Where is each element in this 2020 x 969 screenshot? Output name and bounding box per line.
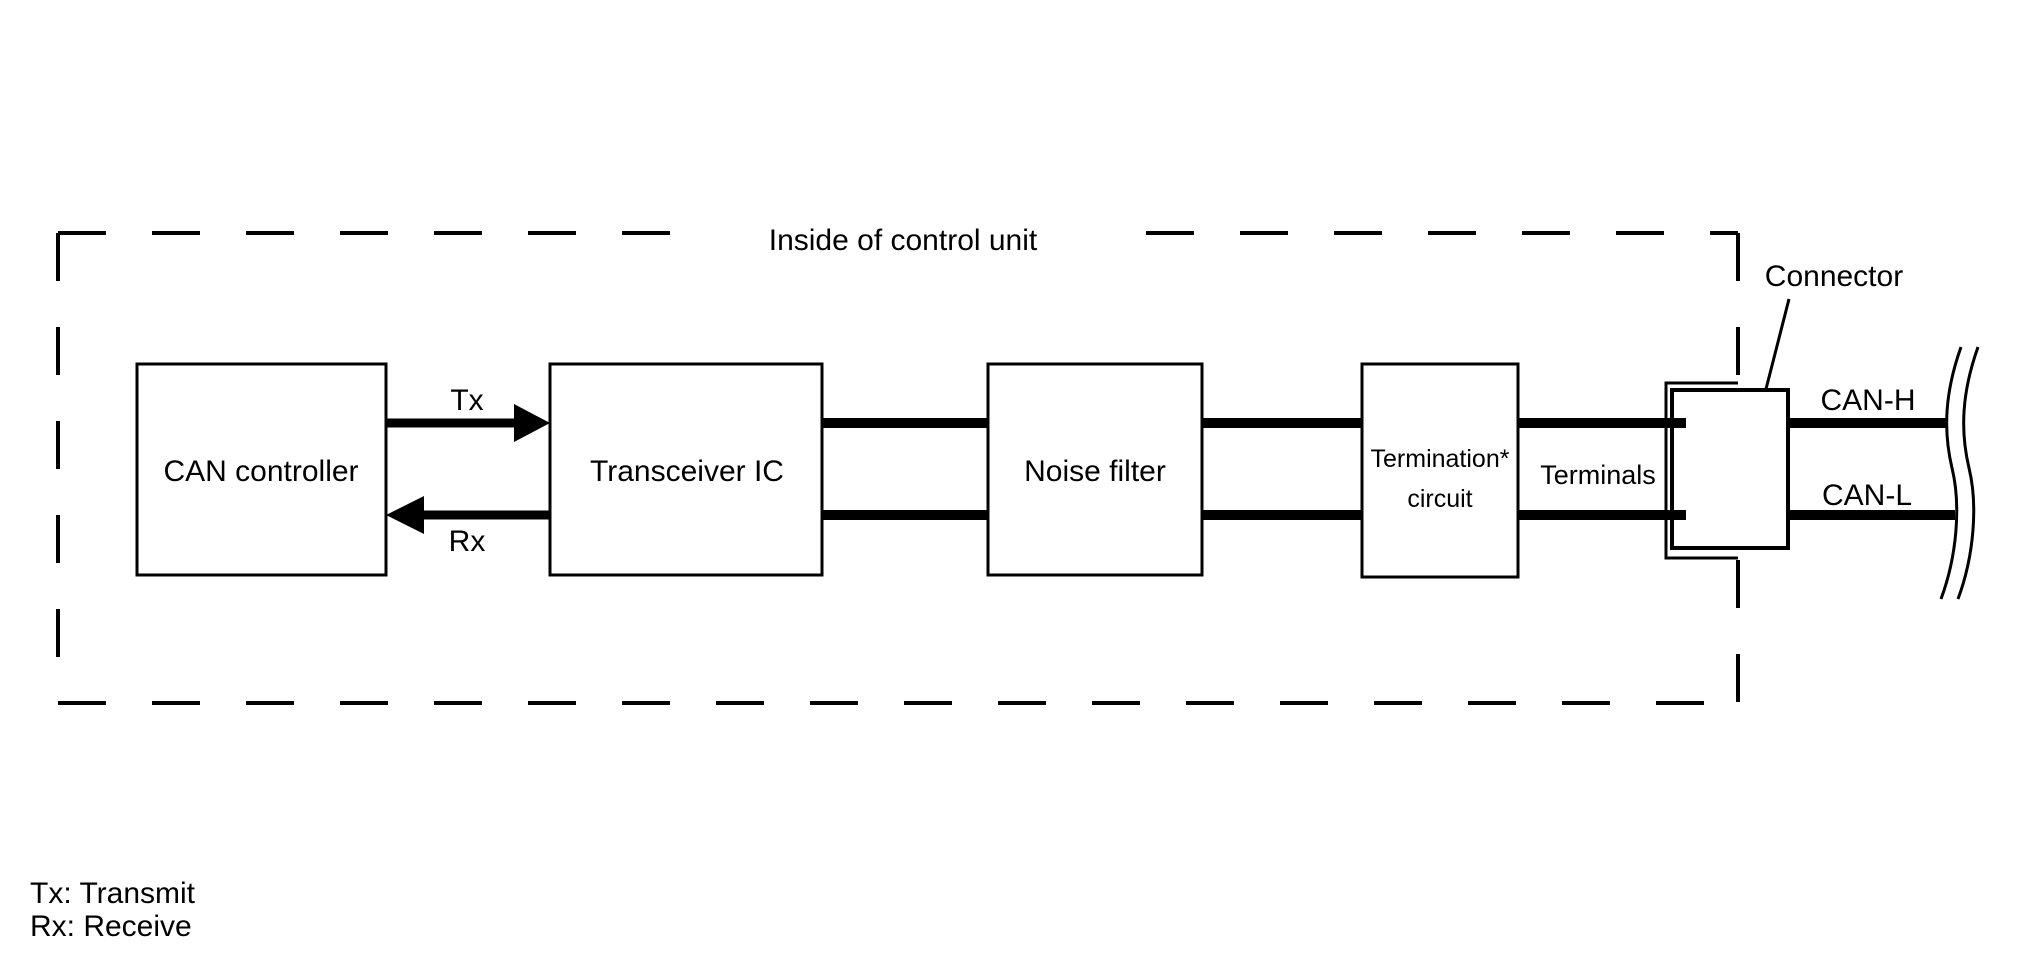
rx-label: Rx — [449, 525, 486, 558]
termination-label-line2: circuit — [1407, 485, 1472, 513]
tx-label: Tx — [450, 384, 483, 417]
tx-arrowhead — [514, 404, 550, 442]
rx-arrowhead — [386, 496, 424, 534]
transceiver-ic-box — [548, 362, 824, 577]
can-l-label: CAN-L — [1822, 479, 1912, 512]
rx-arrow — [386, 496, 550, 534]
wire-break-squiggle-right — [1956, 346, 1980, 600]
wire-break-squiggle — [1939, 346, 1980, 600]
connector-leader-line — [1764, 298, 1791, 390]
control-unit-boundary — [56, 231, 1740, 705]
connector-box — [1670, 388, 1790, 550]
termination-circuit-box — [1360, 362, 1520, 579]
tx-arrow — [386, 404, 550, 442]
legend-rx: Rx: Receive — [30, 910, 192, 943]
can-controller-box — [135, 362, 388, 577]
can-controller-label: CAN controller — [163, 455, 358, 488]
noise-filter-label: Noise filter — [1024, 455, 1166, 488]
can-h-label: CAN-H — [1821, 384, 1916, 417]
noise-filter-box — [986, 362, 1204, 577]
legend-tx: Tx: Transmit — [30, 877, 196, 910]
wire-break-squiggle-left — [1939, 346, 1963, 600]
control-unit-title: Inside of control unit — [769, 224, 1038, 257]
termination-label-line1: Termination* — [1371, 445, 1510, 473]
transceiver-ic-label: Transceiver IC — [590, 455, 784, 488]
connector-socket-outline — [1664, 381, 1738, 560]
terminals-label: Terminals — [1540, 460, 1656, 490]
connector-label: Connector — [1765, 260, 1903, 293]
